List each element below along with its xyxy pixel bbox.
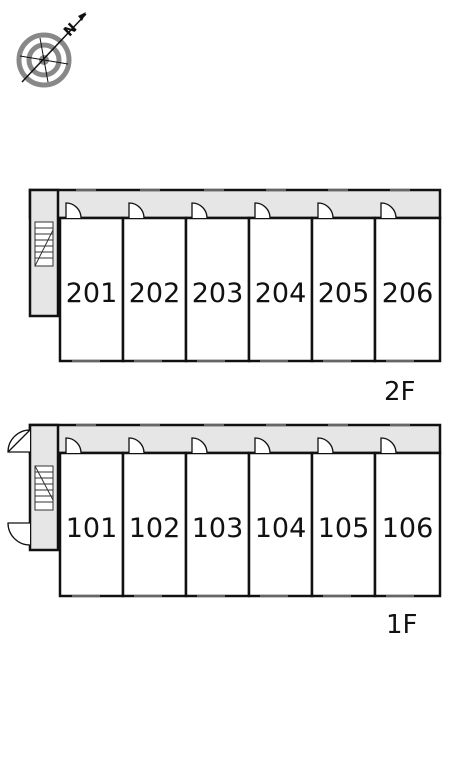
unit-201: 201 <box>58 216 125 363</box>
unit-101: 101 <box>58 451 125 598</box>
unit-label: 204 <box>255 278 307 309</box>
unit-103: 103 <box>184 451 251 598</box>
unit-label: 206 <box>382 278 434 309</box>
unit-label: 201 <box>66 278 118 309</box>
entrance-door-icon <box>7 429 31 546</box>
window-marks <box>72 424 414 597</box>
unit-204: 204 <box>247 216 314 363</box>
staircase-icon <box>34 221 54 267</box>
compass-rose-icon: N <box>16 12 87 88</box>
unit-105: 105 <box>310 451 377 598</box>
window-marks <box>72 189 414 362</box>
unit-106: 106 <box>373 451 442 598</box>
unit-203: 203 <box>184 216 251 363</box>
corridor-2f <box>28 188 442 220</box>
floor-1f: 101 102 103 104 105 106 <box>7 423 442 640</box>
unit-label: 106 <box>382 513 434 544</box>
unit-202: 202 <box>121 216 188 363</box>
corridor-1f <box>28 423 442 455</box>
unit-102: 102 <box>121 451 188 598</box>
floor-label-2f: 2F <box>384 377 416 407</box>
floor-2f: 201 202 203 204 205 206 <box>28 188 442 407</box>
door-swing-icon <box>65 437 397 454</box>
staircase-icon <box>34 465 54 511</box>
door-swing-icon <box>65 202 397 219</box>
unit-205: 205 <box>310 216 377 363</box>
unit-label: 102 <box>129 513 181 544</box>
floor-label-1f: 1F <box>386 610 418 640</box>
unit-104: 104 <box>247 451 314 598</box>
unit-label: 103 <box>192 513 244 544</box>
unit-label: 203 <box>192 278 244 309</box>
unit-label: 205 <box>318 278 370 309</box>
unit-label: 105 <box>318 513 370 544</box>
unit-label: 104 <box>255 513 307 544</box>
unit-label: 202 <box>129 278 181 309</box>
unit-206: 206 <box>373 216 442 363</box>
unit-label: 101 <box>66 513 118 544</box>
